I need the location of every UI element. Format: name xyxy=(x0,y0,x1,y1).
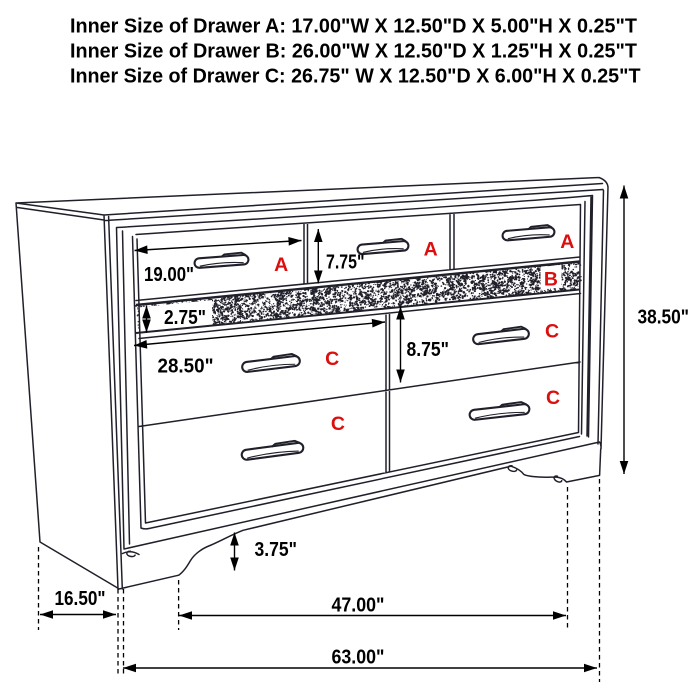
svg-text:38.50": 38.50" xyxy=(638,307,690,329)
svg-text:B: B xyxy=(544,269,558,291)
svg-text:Inner Size of Drawer A: 17.00": Inner Size of Drawer A: 17.00"W X 12.50"… xyxy=(70,16,637,38)
svg-text:A: A xyxy=(424,239,438,261)
svg-text:A: A xyxy=(274,254,288,276)
svg-text:C: C xyxy=(545,321,559,343)
svg-text:C: C xyxy=(331,413,345,435)
svg-text:7.75": 7.75" xyxy=(326,252,365,274)
svg-text:19.00": 19.00" xyxy=(144,264,194,286)
svg-text:63.00": 63.00" xyxy=(332,647,385,669)
svg-text:C: C xyxy=(546,387,560,409)
svg-text:A: A xyxy=(560,231,574,253)
svg-text:16.50": 16.50" xyxy=(55,588,106,610)
svg-text:47.00": 47.00" xyxy=(332,594,385,616)
svg-text:Inner Size of Drawer B: 26.00": Inner Size of Drawer B: 26.00"W X 12.50"… xyxy=(70,41,637,63)
svg-text:2.75": 2.75" xyxy=(164,307,206,329)
svg-text:C: C xyxy=(325,348,339,370)
svg-text:Inner Size of Drawer C: 26.75": Inner Size of Drawer C: 26.75" W X 12.50… xyxy=(70,65,641,87)
svg-text:3.75": 3.75" xyxy=(255,539,298,561)
svg-text:28.50": 28.50" xyxy=(158,356,214,378)
svg-text:8.75": 8.75" xyxy=(407,339,450,361)
